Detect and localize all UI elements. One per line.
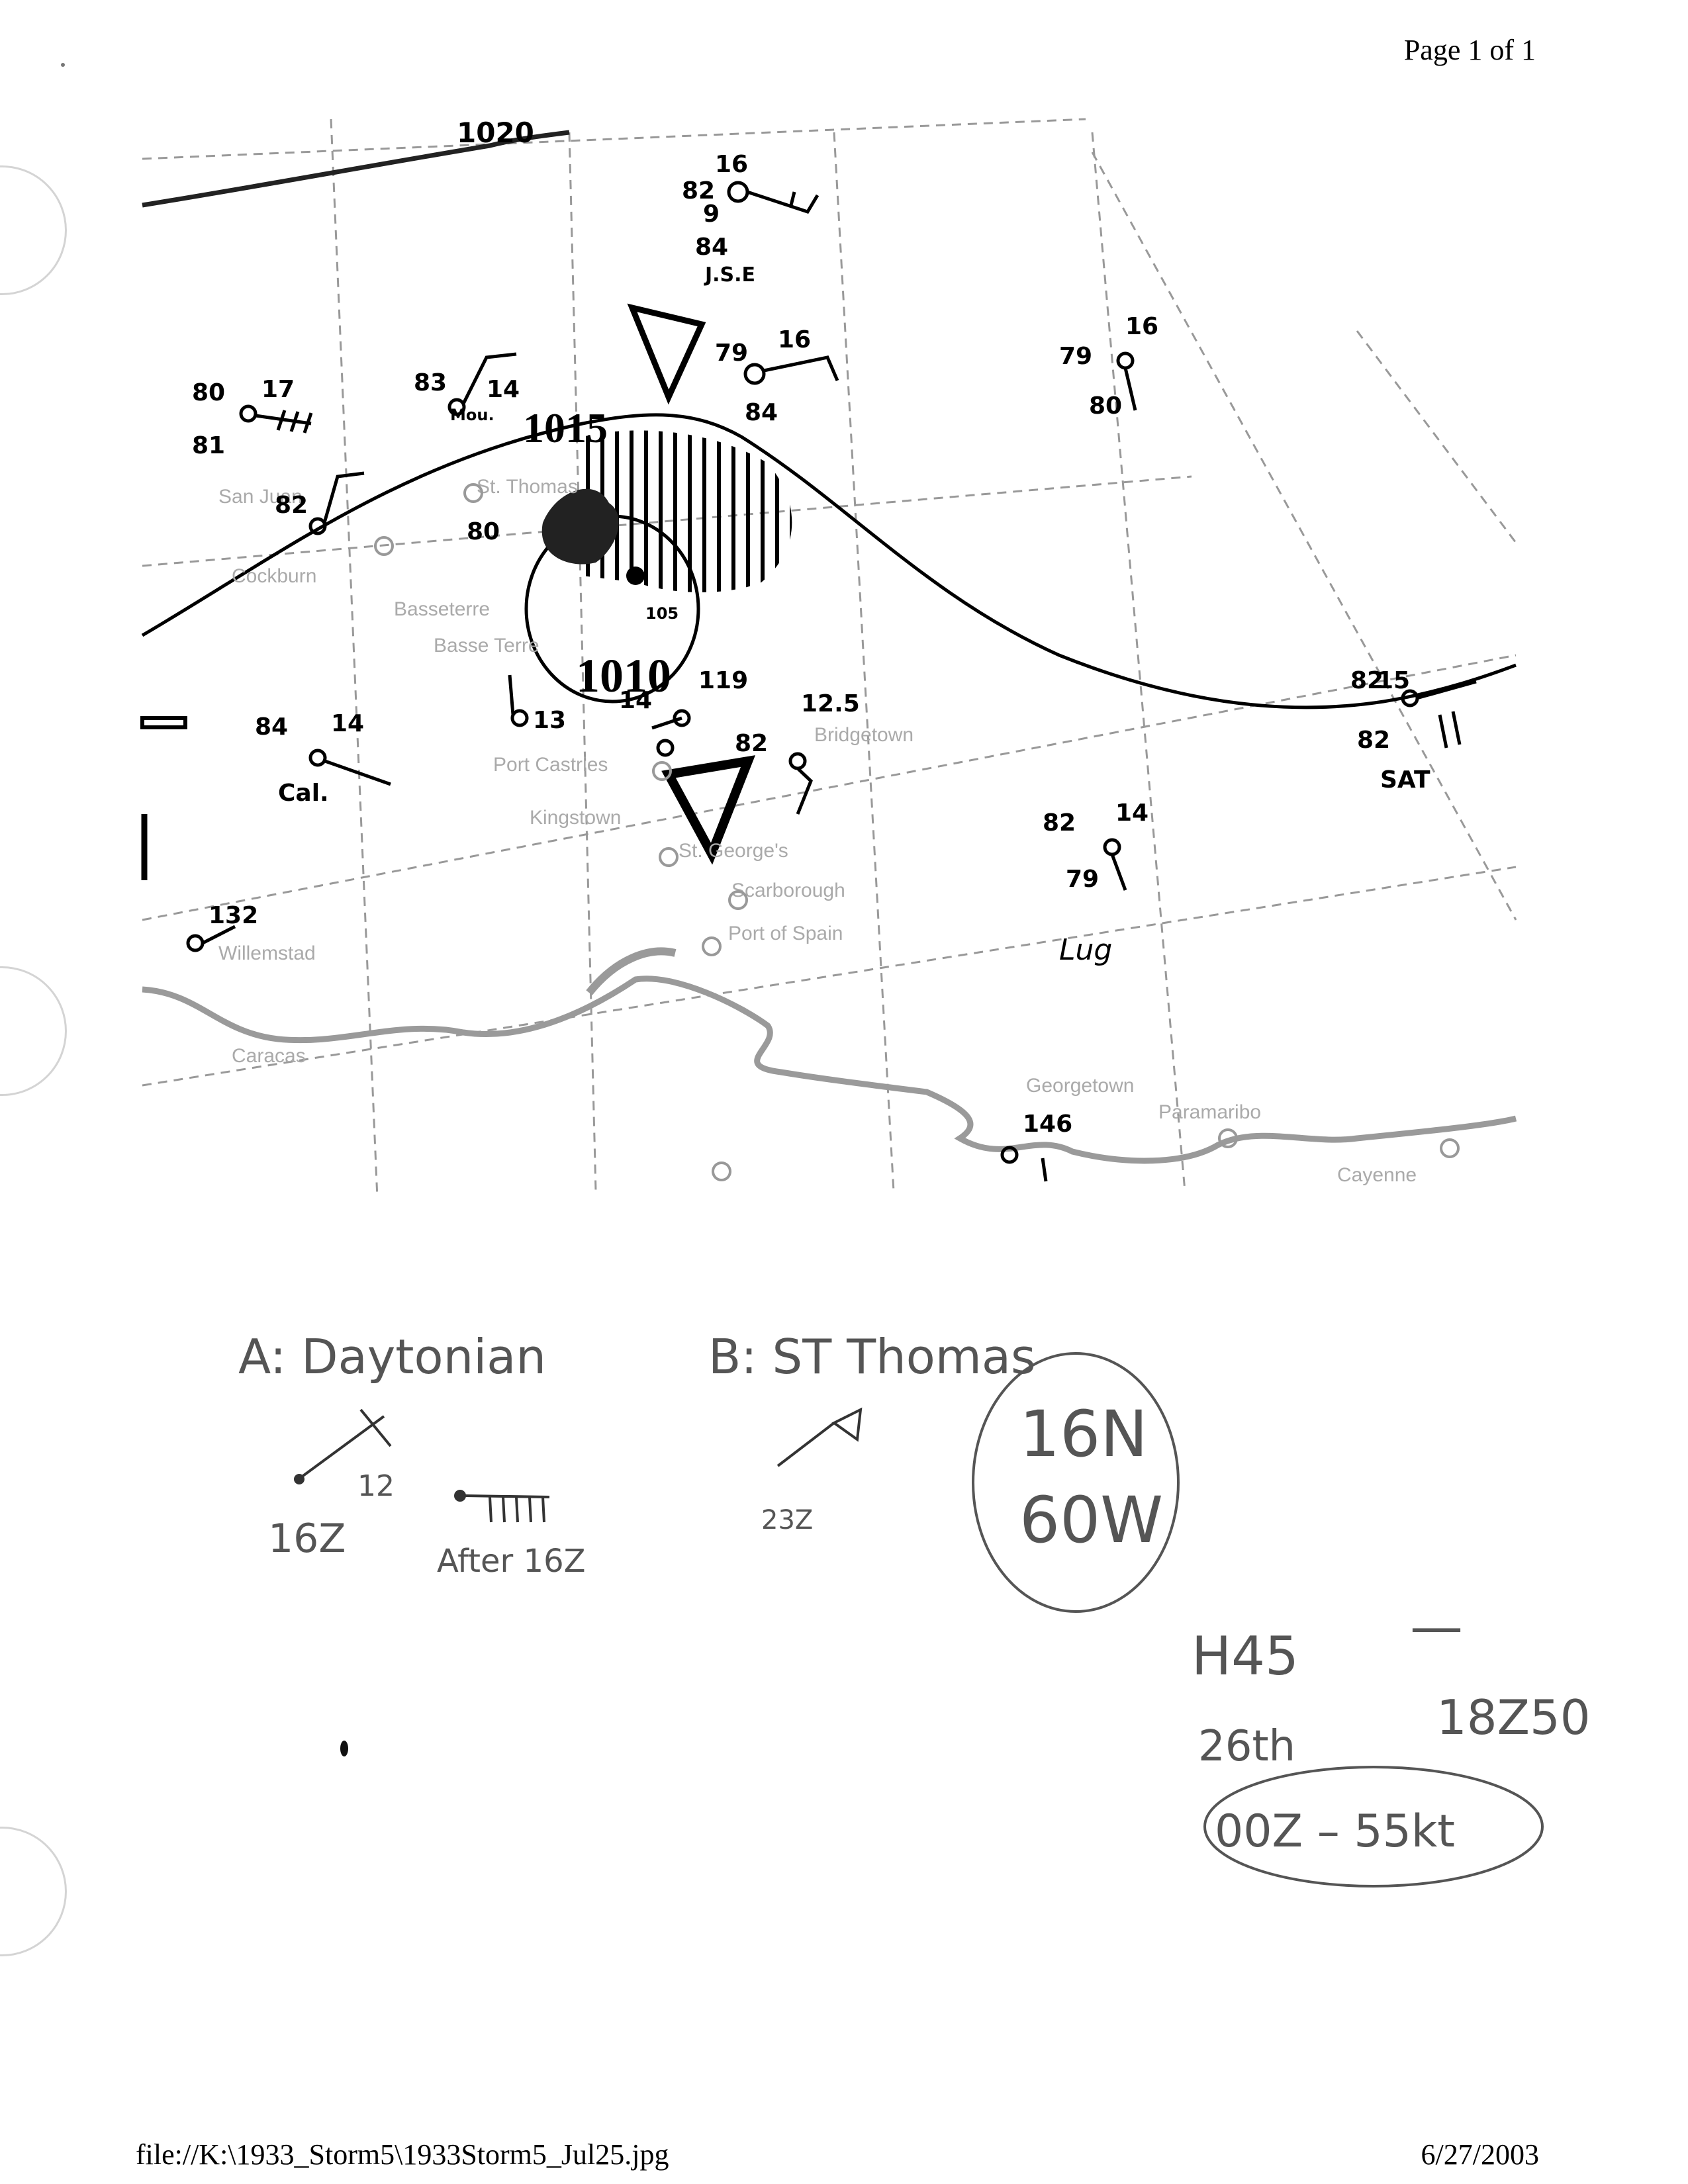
trough-marker-north — [627, 303, 706, 405]
isobar-upper — [142, 130, 570, 208]
coastline — [142, 976, 1517, 1164]
note-after-16z: After 16Z — [437, 1543, 585, 1580]
place-caracas: Caracas — [232, 1045, 306, 1067]
place-san-juan: San Juan — [218, 486, 303, 508]
note-a-value: 12 — [357, 1469, 395, 1503]
note-a-daytonian: A: Daytonian — [238, 1329, 546, 1385]
station-number: 83 — [414, 369, 447, 396]
station-number: 17 — [261, 376, 295, 403]
place-paramaribo: Paramaribo — [1158, 1101, 1261, 1123]
place-georgetown: Georgetown — [1026, 1075, 1134, 1097]
footer-file-path: file://K:\1933_Storm5\1933Storm5_Jul25.j… — [136, 2138, 669, 2171]
station-number: 79 — [715, 340, 748, 367]
station-number: 105 — [645, 604, 679, 623]
place-st-thomas: St. Thomas — [477, 476, 578, 498]
storm-center-marker — [626, 567, 645, 585]
station-number: 16 — [715, 151, 748, 178]
station-number: 82 — [682, 177, 715, 205]
place-willemstad: Willemstad — [218, 942, 316, 964]
isobar-1015 — [141, 413, 1517, 709]
ink-dot — [340, 1741, 348, 1756]
station-number: 80 — [1089, 392, 1122, 420]
place-kingstown: Kingstown — [530, 807, 621, 829]
station-number: 9 — [703, 201, 720, 228]
station-number: 12.5 — [801, 690, 860, 717]
station-number: 79 — [1066, 866, 1099, 893]
page-label: Page 1 of 1 — [1403, 34, 1536, 66]
station-number: 16 — [778, 326, 811, 353]
station-number: 80 — [192, 379, 225, 406]
storm-center-blob — [541, 488, 619, 565]
station-number: 80 — [467, 518, 500, 545]
footer-date: 6/27/2003 — [1421, 2138, 1539, 2171]
place-cayenne: Cayenne — [1337, 1164, 1417, 1186]
trough-marker-south — [661, 755, 756, 865]
position-circle — [972, 1352, 1180, 1613]
position-longitude: 60W — [1019, 1483, 1163, 1557]
wind-symbol-after-16z — [454, 1490, 550, 1523]
station-number: 15 — [1377, 667, 1410, 694]
station-number: 82 — [1043, 809, 1076, 837]
isobar-upper-label: 1020 — [457, 116, 534, 149]
station-number: 13 — [533, 707, 566, 734]
station-number: 132 — [209, 902, 258, 929]
note-circle — [1203, 1766, 1544, 1888]
place-circles — [374, 483, 1460, 1181]
station-plots — [186, 181, 1477, 1182]
station-number: 14 — [619, 687, 652, 714]
station-label-mou: Mou. — [450, 406, 494, 424]
station-number: 119 — [698, 667, 748, 694]
station-number: 84 — [255, 713, 288, 741]
station-number: 82 — [1357, 727, 1390, 754]
station-number: 84 — [745, 399, 778, 426]
note-b-st-thomas: B: ST Thomas — [708, 1329, 1036, 1385]
place-basse-terre: Basse Terre — [434, 635, 539, 657]
place-bridgetown: Bridgetown — [814, 724, 914, 746]
station-number: 82 — [735, 730, 768, 757]
ink-dot — [61, 63, 65, 67]
place-port-castries: Port Castries — [493, 754, 608, 776]
isobar-1010-label: 1010 — [576, 649, 671, 702]
station-label-sat: SAT — [1380, 766, 1430, 794]
station-number: 81 — [192, 432, 225, 459]
station-number: 14 — [331, 710, 364, 737]
weather-map: 1020 1015 1010 San Juan Cockburn St. Tho… — [140, 116, 1517, 1199]
station-label-lug: Lug — [1059, 933, 1112, 967]
wind-symbol-16z — [294, 1408, 392, 1484]
note-h45: H45 — [1192, 1625, 1299, 1687]
station-label-jse: J.S.E — [704, 263, 755, 287]
note-time-1: 18Z50 — [1436, 1690, 1591, 1745]
place-port-of-spain: Port of Spain — [728, 923, 843, 944]
position-latitude: 16N — [1019, 1397, 1148, 1471]
precipitation-area — [583, 430, 792, 592]
note-a-time: 16Z — [268, 1516, 346, 1562]
wind-symbol-23z — [776, 1407, 863, 1467]
note-b-time: 23Z — [761, 1505, 813, 1535]
station-number: 82 — [1350, 667, 1383, 694]
map-edge-mark — [140, 716, 187, 729]
place-basseterre: Basseterre — [394, 598, 490, 620]
station-number: 14 — [1115, 799, 1149, 827]
note-time-2: 00Z – 55kt — [1215, 1805, 1455, 1858]
station-number: 16 — [1125, 313, 1158, 340]
place-cockburn: Cockburn — [232, 565, 316, 587]
note-day: 26th — [1198, 1722, 1295, 1771]
paria-peninsula — [586, 947, 677, 995]
station-number: 82 — [275, 492, 308, 519]
map-grid — [142, 118, 1517, 1199]
place-scarborough: Scarborough — [731, 880, 845, 901]
place-st-georges: St. George's — [679, 840, 788, 862]
station-number: 146 — [1023, 1111, 1072, 1138]
station-number: 79 — [1059, 343, 1092, 370]
note-dash: — — [1410, 1596, 1463, 1657]
station-number: 84 — [695, 234, 728, 261]
station-label-cal: Cal. — [278, 780, 329, 807]
station-number: 14 — [487, 376, 520, 403]
handwritten-notes: A: Daytonian B: ST Thomas 12 16Z After 1… — [61, 63, 1591, 1888]
